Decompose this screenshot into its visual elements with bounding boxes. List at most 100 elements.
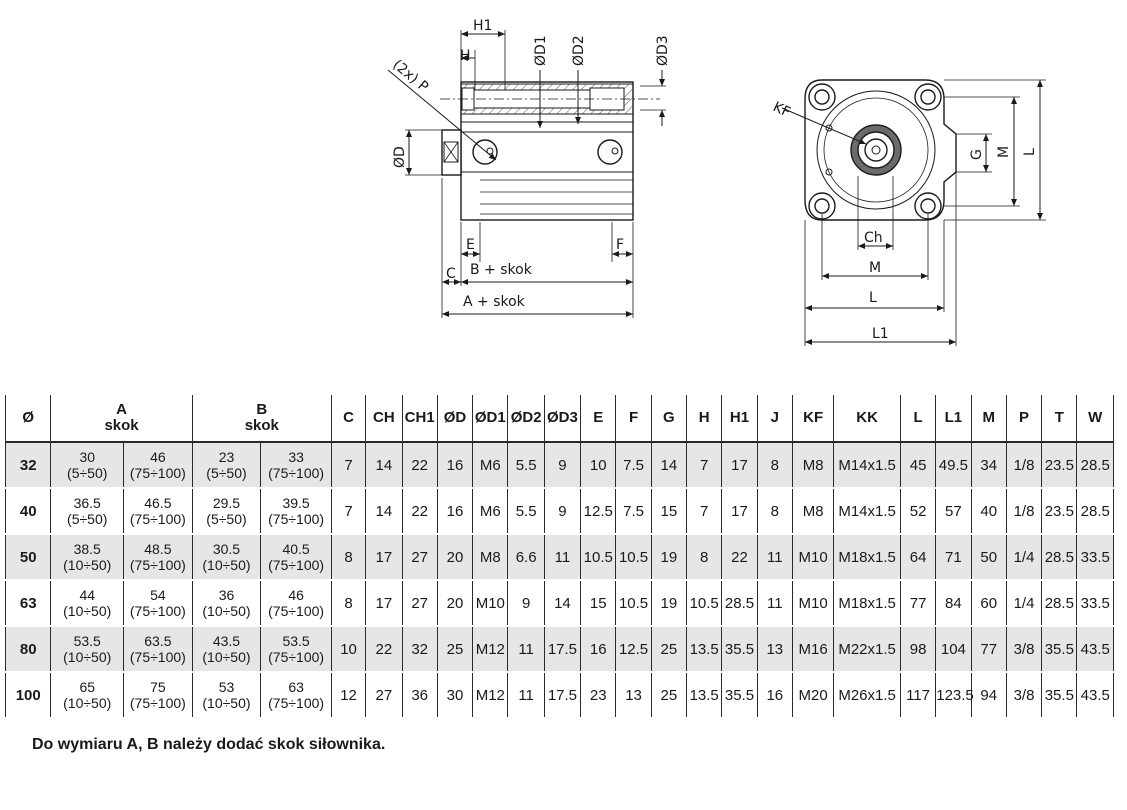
header-col: C — [330, 395, 367, 443]
b-long-stroke-cell: 53.5(75÷100) — [260, 626, 332, 673]
value-cell: M8 — [791, 442, 835, 489]
b-short-stroke-cell: 30.5(10÷50) — [191, 534, 262, 581]
side-view-labels: H1 H ØD1 ØD2 ØD3 (2x) P ØD E F C B + sko… — [389, 18, 671, 310]
value-cell: 19 — [650, 534, 688, 581]
a-short-stroke-cell: 65(10÷50) — [50, 672, 125, 719]
value-cell: 49.5 — [935, 442, 972, 489]
value-cell: 7.5 — [615, 488, 652, 535]
label-f: F — [616, 237, 624, 253]
value-cell: 17.5 — [543, 672, 582, 719]
value-cell: 13 — [756, 626, 793, 673]
label-a-skok: A + skok — [463, 294, 526, 310]
header-col: ØD — [436, 395, 474, 443]
b-long-stroke-cell: 33(75÷100) — [260, 442, 332, 489]
value-cell: M16 — [791, 626, 835, 673]
value-cell: M14x1.5 — [833, 488, 901, 535]
value-cell: 12.5 — [615, 626, 652, 673]
a-long-stroke-cell: 63.5(75÷100) — [123, 626, 193, 673]
a-long-stroke-cell: 48.5(75÷100) — [123, 534, 193, 581]
value-cell: M18x1.5 — [833, 534, 901, 581]
header-col: M — [970, 395, 1007, 443]
label-d2: ØD2 — [571, 35, 587, 66]
value-cell: 27 — [401, 580, 438, 627]
header-col: KF — [791, 395, 835, 443]
value-cell: 34 — [970, 442, 1007, 489]
value-cell: 28.5 — [1041, 580, 1078, 627]
value-cell: 10.5 — [580, 534, 617, 581]
value-cell: M8 — [791, 488, 835, 535]
value-cell: 15 — [650, 488, 688, 535]
value-cell: 16 — [436, 488, 474, 535]
value-cell: 25 — [436, 626, 474, 673]
value-cell: 43.5 — [1076, 672, 1114, 719]
value-cell: 7.5 — [615, 442, 652, 489]
bore-cell: 32 — [4, 442, 52, 489]
value-cell: 33.5 — [1076, 580, 1114, 627]
header-col: ØD1 — [472, 395, 509, 443]
label-ch: Ch — [864, 230, 883, 246]
value-cell: 8 — [330, 580, 367, 627]
value-cell: M6 — [472, 488, 509, 535]
value-cell: 1/8 — [1005, 442, 1043, 489]
b-short-stroke-cell: 23(5÷50) — [191, 442, 262, 489]
a-short-stroke-cell: 44(10÷50) — [50, 580, 125, 627]
header-col: J — [756, 395, 793, 443]
bore-cell: 50 — [4, 534, 52, 581]
value-cell: 14 — [650, 442, 688, 489]
value-cell: 45 — [899, 442, 937, 489]
value-cell: 13 — [615, 672, 652, 719]
header-col: L — [899, 395, 937, 443]
value-cell: 8 — [686, 534, 723, 581]
header-col: H1 — [721, 395, 758, 443]
header-col: L1 — [935, 395, 972, 443]
value-cell: 77 — [970, 626, 1007, 673]
value-cell: 104 — [935, 626, 972, 673]
value-cell: 33.5 — [1076, 534, 1114, 581]
b-long-stroke-cell: 46(75÷100) — [260, 580, 332, 627]
value-cell: 10.5 — [615, 534, 652, 581]
value-cell: 22 — [365, 626, 403, 673]
value-cell: 10 — [580, 442, 617, 489]
value-cell: 7 — [330, 442, 367, 489]
value-cell: 17 — [365, 534, 403, 581]
label-m-bottom: M — [869, 260, 881, 276]
b-short-stroke-cell: 29.5(5÷50) — [191, 488, 262, 535]
value-cell: 14 — [365, 488, 403, 535]
value-cell: 28.5 — [1041, 534, 1078, 581]
value-cell: 84 — [935, 580, 972, 627]
value-cell: 8 — [330, 534, 367, 581]
value-cell: 13.5 — [686, 672, 723, 719]
value-cell: 22 — [721, 534, 758, 581]
value-cell: 27 — [401, 534, 438, 581]
label-h1: H1 — [473, 18, 492, 34]
value-cell: 35.5 — [1041, 672, 1078, 719]
label-b-skok: B + skok — [470, 262, 533, 278]
value-cell: 9 — [543, 442, 582, 489]
label-d1: ØD1 — [533, 35, 549, 66]
value-cell: 11 — [756, 580, 793, 627]
value-cell: M6 — [472, 442, 509, 489]
header-col: G — [650, 395, 688, 443]
value-cell: 10.5 — [615, 580, 652, 627]
value-cell: M22x1.5 — [833, 626, 901, 673]
value-cell: 11 — [543, 534, 582, 581]
value-cell: 13.5 — [686, 626, 723, 673]
value-cell: 8 — [756, 442, 793, 489]
value-cell: 23.5 — [1041, 442, 1078, 489]
label-d3: ØD3 — [655, 35, 671, 66]
bore-cell: 40 — [4, 488, 52, 535]
label-m-side: M — [996, 146, 1012, 158]
label-g: G — [969, 149, 985, 160]
value-cell: 71 — [935, 534, 972, 581]
front-view-labels: KF G M L Ch M L L1 — [770, 99, 1038, 342]
value-cell: M10 — [472, 580, 509, 627]
value-cell: 35.5 — [721, 626, 758, 673]
value-cell: 36 — [401, 672, 438, 719]
a-long-stroke-cell: 46.5(75÷100) — [123, 488, 193, 535]
value-cell: 123.5 — [935, 672, 974, 719]
a-short-stroke-cell: 53.5(10÷50) — [50, 626, 125, 673]
